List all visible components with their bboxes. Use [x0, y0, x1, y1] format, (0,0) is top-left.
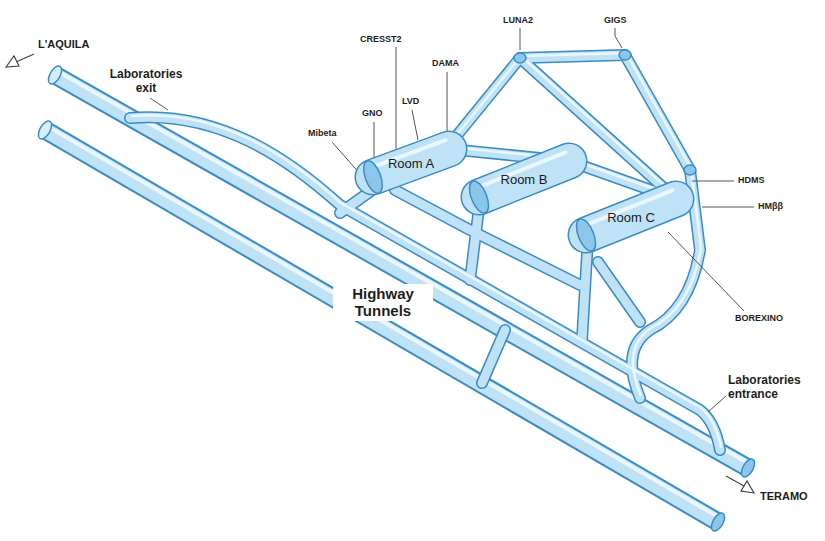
experiment-label: BOREXINO — [735, 313, 783, 323]
room-label: Room B — [501, 172, 548, 187]
direction-label: TERAMO — [760, 490, 808, 503]
tunnel-label: Highway Tunnels — [333, 284, 433, 321]
direction-label: L'AQUILA — [38, 38, 90, 51]
experiment-label: LUNA2 — [503, 15, 533, 25]
experiment-label: Mibeta — [308, 128, 337, 138]
room-node: Room C — [565, 178, 697, 256]
experiment-label: CRESST2 — [360, 34, 402, 44]
experiment-label: DAMA — [432, 58, 459, 68]
entrance-label: Laboratories entrance — [728, 374, 812, 402]
room-node: Room B — [458, 140, 590, 218]
room-label: Room A — [388, 156, 434, 171]
room-node: Room A — [352, 128, 470, 198]
experiment-label: GIGS — [604, 15, 627, 25]
experiment-label: GNO — [362, 108, 383, 118]
experiment-label: HMββ — [758, 201, 783, 211]
experiment-label: LVD — [402, 96, 419, 106]
room-label: Room C — [607, 210, 655, 225]
experiment-label: HDMS — [738, 175, 765, 185]
exit-label: Laboratories exit — [108, 68, 184, 96]
